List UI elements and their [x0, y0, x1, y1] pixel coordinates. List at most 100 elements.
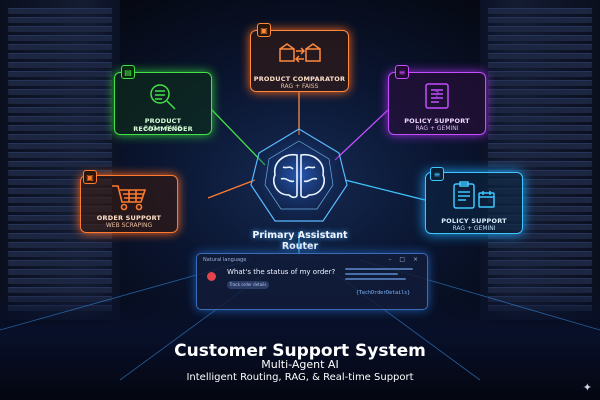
rack-unit: [8, 125, 112, 131]
rack-unit: [8, 53, 112, 59]
tagline: Intelligent Routing, RAG, & Real-time Su…: [186, 372, 414, 383]
track-order-button[interactable]: Track order details: [227, 281, 269, 289]
rack-unit: [8, 143, 112, 149]
policy-support-right-badge: ≡: [430, 167, 444, 181]
rack-unit: [488, 116, 592, 122]
rack-unit: [8, 179, 112, 185]
rack-unit: [8, 80, 112, 86]
rack-unit: [488, 98, 592, 104]
rack-unit: [488, 269, 592, 275]
rack-unit: [8, 107, 112, 113]
rack-unit: [488, 44, 592, 50]
rack-unit: [488, 71, 592, 77]
link-policy-top: [334, 109, 389, 161]
rack-unit: [8, 188, 112, 194]
rack-unit: [488, 197, 592, 203]
svg-text:?: ?: [435, 90, 439, 99]
rack-unit: [488, 233, 592, 239]
rack-unit: [8, 98, 112, 104]
rack-unit: [8, 224, 112, 230]
link-recommender: [211, 109, 266, 166]
router-label-line2: Router: [281, 241, 319, 252]
rack-unit: [488, 125, 592, 131]
rack-unit: [488, 17, 592, 23]
rack-unit: [8, 215, 112, 221]
rack-unit: [8, 134, 112, 140]
rack-unit: [488, 134, 592, 140]
policy-support-right-subtitle: RAG + GEMINI: [452, 225, 496, 232]
rack-unit: [488, 251, 592, 257]
scroll-document-icon: ?: [425, 83, 449, 109]
rack-unit: [488, 26, 592, 32]
rack-unit: [8, 71, 112, 77]
rack-unit: [8, 89, 112, 95]
rack-unit: [488, 8, 592, 14]
brain-icon: [250, 128, 348, 222]
rack-unit: [8, 233, 112, 239]
rack-unit: [8, 278, 112, 284]
rack-unit: [488, 278, 592, 284]
rack-unit: [8, 35, 112, 41]
rack-unit: [488, 224, 592, 230]
agent-card-product-recommender: ▤ PRODUCT RECOMMENDER RAG + FAISS: [114, 65, 212, 135]
policy-support-right-title: POLICY SUPPORT: [441, 217, 507, 225]
agent-card-order-support: ▣ ORDER SUPPORT WEB SCRAPING: [80, 170, 178, 233]
rack-unit: [488, 170, 592, 176]
chat-header: Natural language: [203, 257, 247, 263]
product-recommender-subtitle: RAG + FAISS: [144, 125, 182, 132]
rack-unit: [488, 143, 592, 149]
rack-unit: [488, 152, 592, 158]
boxes-compare-icon: [278, 43, 321, 63]
server-rack-right: [480, 0, 600, 320]
clipboard-calendar-icon: [453, 181, 495, 209]
product-comparator-subtitle: RAG + FAISS: [280, 83, 319, 90]
rack-unit: [488, 161, 592, 167]
rack-unit: [488, 206, 592, 212]
rack-unit: [488, 215, 592, 221]
rack-unit: [8, 242, 112, 248]
rack-unit: [488, 53, 592, 59]
product-comparator-badge: ▣: [257, 23, 271, 37]
response-lines: [345, 268, 421, 283]
rack-unit: [8, 62, 112, 68]
rack-unit: [8, 44, 112, 50]
rack-unit: [8, 161, 112, 167]
order-support-title: ORDER SUPPORT: [96, 214, 162, 222]
rack-unit: [8, 260, 112, 266]
subtitle: Multi-Agent AI: [261, 358, 339, 371]
rack-unit: [8, 152, 112, 158]
rack-unit: [8, 251, 112, 257]
product-recommender-title: PRODUCT RECOMMENDER: [133, 117, 193, 133]
product-comparator-title: PRODUCT COMPARATOR: [253, 75, 346, 83]
rack-unit: [8, 206, 112, 212]
rack-unit: [8, 269, 112, 275]
product-recommender-badge: ▤: [121, 65, 135, 79]
user-avatar: [207, 272, 216, 281]
rack-unit: [488, 107, 592, 113]
rack-unit: [8, 170, 112, 176]
magnifier-list-icon: [150, 84, 176, 110]
agent-card-policy-support-top: ≡ ? POLICY SUPPORT RAG + GEMINI: [388, 65, 486, 135]
rack-unit: [488, 260, 592, 266]
tech-order-details-label: {TechOrderDetails}: [356, 290, 411, 296]
router-label: Primary Assistant Router: [0, 230, 600, 252]
rack-unit: [488, 80, 592, 86]
rack-unit: [8, 26, 112, 32]
chat-panel: Natural language – □ × What's the status…: [196, 253, 428, 310]
rack-unit: [488, 242, 592, 248]
rack-unit: [8, 17, 112, 23]
window-controls-icon[interactable]: – □ ×: [388, 256, 421, 263]
chat-message: What's the status of my order?: [227, 268, 336, 276]
policy-support-top-subtitle: RAG + GEMINI: [415, 125, 459, 132]
sparkle-icon: ✦: [582, 381, 592, 394]
rack-unit: [8, 8, 112, 14]
order-support-badge: ▣: [83, 170, 97, 184]
link-policy-right: [344, 179, 426, 201]
rack-unit: [488, 188, 592, 194]
router-node: [247, 125, 351, 229]
agent-card-policy-support-right: ≡ POLICY SUPPORT RAG + GEMINI: [425, 167, 523, 234]
rack-unit: [488, 35, 592, 41]
link-order: [207, 179, 256, 199]
main-title: Customer Support System: [174, 341, 426, 361]
